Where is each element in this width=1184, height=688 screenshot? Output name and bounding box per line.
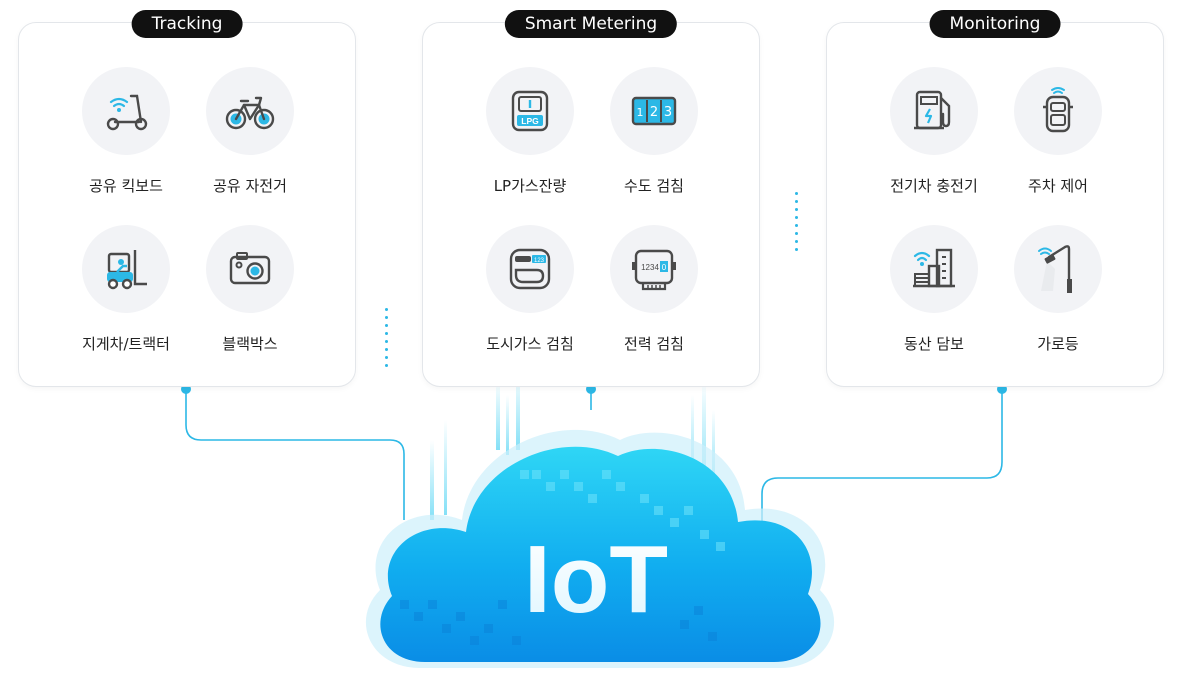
item-blackbox[interactable]: 블랙박스 xyxy=(185,225,315,354)
item-label: 공유 자전거 xyxy=(213,177,287,195)
svg-text:1: 1 xyxy=(637,106,644,119)
item-label: LP가스잔량 xyxy=(493,177,567,195)
ev-charger-icon xyxy=(914,90,951,130)
item-power-meter[interactable]: 1234 0 전력 검침 xyxy=(589,225,719,354)
item-label: 전기차 충전기 xyxy=(890,177,978,195)
item-collateral[interactable]: 동산 담보 xyxy=(869,225,999,354)
item-ev-charger[interactable]: 전기차 충전기 xyxy=(869,67,999,196)
svg-text:3: 3 xyxy=(664,105,672,120)
cloud-text: IoT xyxy=(524,526,668,633)
svg-text:2: 2 xyxy=(650,105,658,120)
forklift-icon xyxy=(107,250,147,290)
item-lpg[interactable]: LPG LP가스잔량 xyxy=(465,67,595,196)
smart-metering-panel: Smart Metering LPG LP가스잔량 1 2 3 수도 검침 xyxy=(422,10,760,387)
kickboard-icon xyxy=(106,94,148,131)
power-meter-icon: 1234 0 xyxy=(632,249,676,291)
separator-dots-right xyxy=(795,192,798,256)
svg-text:123: 123 xyxy=(534,258,545,264)
item-label: 도시가스 검침 xyxy=(486,335,574,353)
item-label: 전력 검침 xyxy=(624,335,684,353)
lpg-meter-icon: LPG xyxy=(511,90,549,132)
item-label: 블랙박스 xyxy=(222,335,278,353)
item-label: 주차 제어 xyxy=(1028,177,1088,195)
camera-icon xyxy=(229,252,271,285)
item-forklift[interactable]: 지게차/트랙터 xyxy=(61,225,191,354)
item-label: 수도 검침 xyxy=(624,177,684,195)
group-title: Smart Metering xyxy=(504,10,678,38)
item-bicycle[interactable]: 공유 자전거 xyxy=(185,67,315,196)
separator-dots-left xyxy=(385,308,388,372)
group-title: Monitoring xyxy=(929,10,1061,38)
item-label: 공유 킥보드 xyxy=(89,177,163,195)
group-title: Tracking xyxy=(131,10,243,38)
gas-meter-icon: 123 xyxy=(509,248,551,290)
monitoring-panel: Monitoring 전기차 충전기 주차 제 xyxy=(826,10,1164,387)
item-kickboard[interactable]: 공유 킥보드 xyxy=(61,67,191,196)
item-label: 동산 담보 xyxy=(904,335,964,353)
bicycle-icon xyxy=(225,96,275,130)
tracking-panel: Tracking 공유 킥보드 xyxy=(18,10,356,387)
item-parking[interactable]: 주차 제어 xyxy=(993,67,1123,196)
item-label: 지게차/트랙터 xyxy=(82,335,170,353)
building-icon xyxy=(913,248,955,288)
item-city-gas[interactable]: 123 도시가스 검침 xyxy=(465,225,595,354)
parking-car-icon xyxy=(1043,87,1073,133)
iot-cloud: IoT xyxy=(365,429,835,668)
streetlight-icon xyxy=(1038,245,1072,293)
item-label: 가로등 xyxy=(1037,335,1079,353)
water-meter-icon: 1 2 3 xyxy=(631,96,677,126)
svg-text:0: 0 xyxy=(662,263,667,272)
item-water-meter[interactable]: 1 2 3 수도 검침 xyxy=(589,67,719,196)
item-streetlight[interactable]: 가로등 xyxy=(993,225,1123,354)
svg-text:LPG: LPG xyxy=(521,116,539,126)
svg-text:1234: 1234 xyxy=(641,263,659,272)
